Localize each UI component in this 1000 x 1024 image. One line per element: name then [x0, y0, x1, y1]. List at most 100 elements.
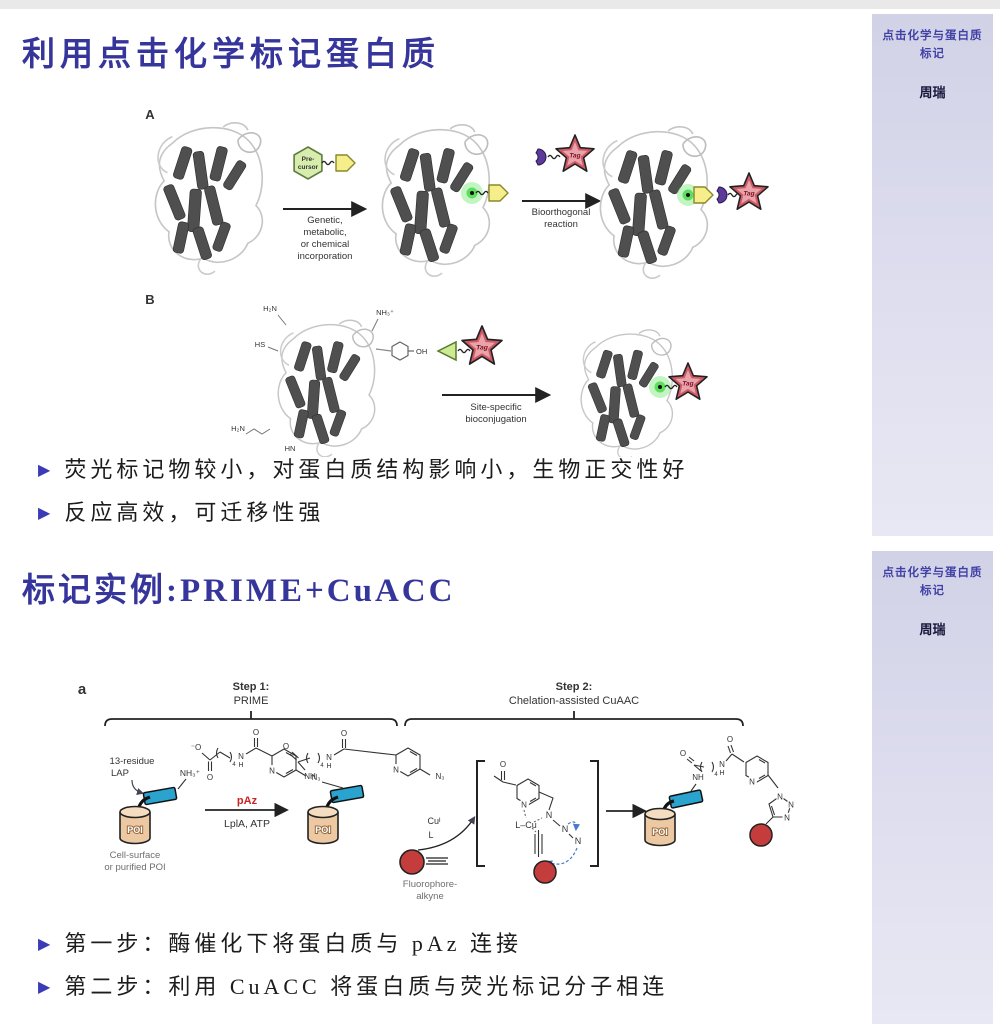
- arrow2-caption: Bioorthogonal: [532, 207, 591, 218]
- bioorthogonal-adapter: [716, 186, 728, 204]
- poi-caption: or purified POI: [104, 862, 165, 873]
- tag-label: Tag: [743, 191, 754, 198]
- triangle-bullet-icon: ▶: [38, 460, 51, 479]
- sidebar-title-line2: 标记: [920, 47, 945, 60]
- chain-repeat-4: 4: [320, 763, 324, 769]
- panel-b: B H₂N NH₃⁺ HS HN H₂N OH Tag Site-specifi…: [145, 292, 708, 457]
- bullet-text: 第一步：酶催化下将蛋白质与 pAz 连接: [64, 931, 522, 956]
- arrow1-caption: or chemical: [301, 239, 350, 250]
- step2-bracket: [404, 718, 744, 727]
- bullet-text: 第二步：利用 CuACC 将蛋白质与荧光标记分子相连: [64, 974, 669, 999]
- step-brackets: [104, 711, 744, 727]
- atom-o: O: [253, 728, 259, 737]
- poi-label: POI: [652, 827, 668, 837]
- atom-o: O: [207, 773, 213, 782]
- chemical-handle-pentagon: [335, 154, 356, 172]
- paz-structure: ⁻O O 4 N H O N N₃: [191, 728, 321, 782]
- sidebar-author: 周瑞: [919, 621, 946, 637]
- lap-label: LAP: [111, 768, 129, 779]
- slide2-title: 标记实例:PRIME+CuACC: [22, 573, 456, 609]
- atom-h: H: [238, 762, 243, 769]
- amide-nh: NH: [304, 772, 316, 781]
- fluorophore-caption: alkyne: [416, 891, 443, 902]
- amine-n: N: [546, 810, 553, 820]
- ammonium-group-label: NH₃⁺: [376, 308, 394, 317]
- pyridine-n: N: [521, 801, 527, 810]
- atom-o: O: [341, 729, 347, 738]
- pyridine-n: N: [393, 766, 399, 775]
- fluorophore-circle: [749, 823, 773, 847]
- poi-label: POI: [127, 825, 143, 835]
- step1-bracket: [104, 718, 398, 727]
- product-chain: NH O 4 N H O N N₃: [283, 729, 445, 789]
- cuaac-intermediate: O N L–Cu N N N: [476, 760, 599, 884]
- panel-b-label: B: [145, 292, 154, 307]
- poi-label: POI: [315, 825, 331, 835]
- linker-squiggle: [321, 160, 335, 166]
- bond-line: [277, 314, 287, 326]
- triangle-bullet-icon: ▶: [38, 934, 51, 953]
- protein-unlabeled: [154, 121, 264, 276]
- step2-name: Chelation-assisted CuAAC: [509, 695, 639, 707]
- bond-line: [267, 346, 279, 352]
- slide1-sidebar: 点击化学与蛋白质 标记 周瑞: [872, 14, 993, 536]
- fluorophore-caption: Fluorophore-: [403, 879, 457, 890]
- bioorthogonal-adapter: [535, 148, 547, 166]
- tyrosine-ring: [391, 341, 409, 361]
- bullet-text: 荧光标记物较小，对蛋白质结构影响小，生物正交性好: [64, 457, 689, 482]
- panel-a: A Genetic, metabolic, or chemical incorp…: [145, 107, 769, 280]
- atom-o: O: [680, 749, 686, 758]
- protein-native-residues: [277, 319, 376, 457]
- fluorophore-circle: [399, 849, 425, 875]
- slide2-sidebar: 点击化学与蛋白质 标记 周瑞: [872, 551, 993, 1024]
- tag-label: Tag: [682, 381, 693, 388]
- left-bracket: [476, 760, 485, 867]
- tyrosine-bond: [375, 348, 392, 352]
- imidazole-group-label: HN: [285, 444, 296, 453]
- chemical-handle-pentagon: [488, 184, 509, 202]
- atom-h: H: [719, 770, 724, 777]
- lap-peptide-rect: [668, 789, 704, 809]
- tag-label: Tag: [476, 345, 489, 352]
- atom-o-minus: ⁻O: [191, 743, 201, 752]
- paz-label: pAz: [237, 795, 258, 807]
- conjugation-site-glow: [649, 376, 671, 398]
- atom-n: N: [326, 753, 332, 762]
- arrow2-caption: reaction: [544, 219, 578, 230]
- triazole-n: N: [788, 801, 794, 810]
- triangle-bullet-icon: ▶: [38, 503, 51, 522]
- thiol-group-label: HS: [255, 340, 265, 349]
- chain-repeat-4: 4: [714, 772, 718, 778]
- tag-label: Tag: [569, 153, 580, 160]
- final-product-group: POI NH O 4 N H O N: [644, 735, 796, 847]
- atom-o: O: [727, 735, 733, 744]
- panel-a-label: A: [145, 107, 155, 122]
- azide-label: N₃: [311, 773, 320, 782]
- protein-labeling-figure: A Genetic, metabolic, or chemical incorp…: [145, 107, 769, 457]
- sidebar-title-line2: 标记: [920, 584, 945, 597]
- sidebar-title-line1: 点击化学与蛋白质: [882, 30, 983, 42]
- arrow1-caption: Genetic,: [307, 215, 342, 226]
- electron-arrow: [544, 847, 578, 868]
- step1-title: Step 1:: [233, 681, 270, 693]
- precursor-label: Pre-: [302, 156, 315, 163]
- bond-line: [371, 318, 379, 332]
- bullet-item: ▶ 第一步：酶催化下将蛋白质与 pAz 连接: [38, 929, 668, 959]
- cuaac-reagents: Cuᴵ L Fluorophore- alkyne: [399, 816, 476, 902]
- triangle-bullet-icon: ▶: [38, 977, 51, 996]
- pyridine-n: N: [269, 767, 275, 776]
- prime-cuaac-figure: a Step 1: PRIME Step 2: Chelation-assist…: [78, 681, 796, 902]
- precursor-label: cursor: [298, 164, 319, 171]
- linker-squiggle: [547, 154, 561, 160]
- azide-n: N: [562, 824, 569, 834]
- right-bracket: [590, 760, 599, 867]
- chain-repeat-4: 4: [232, 762, 236, 768]
- sidebar-title-line1: 点击化学与蛋白质: [882, 567, 983, 579]
- product-chain: NH O 4 N H O N N: [680, 735, 796, 825]
- bond-line: [177, 778, 187, 790]
- electron-arrow: [567, 821, 581, 832]
- sidebar-author: 周瑞: [919, 84, 946, 100]
- chemical-handle-pentagon: [693, 186, 714, 204]
- substrate-poi-group: 13-residue LAP NH₃⁺ POI Cell-surface or …: [104, 756, 200, 873]
